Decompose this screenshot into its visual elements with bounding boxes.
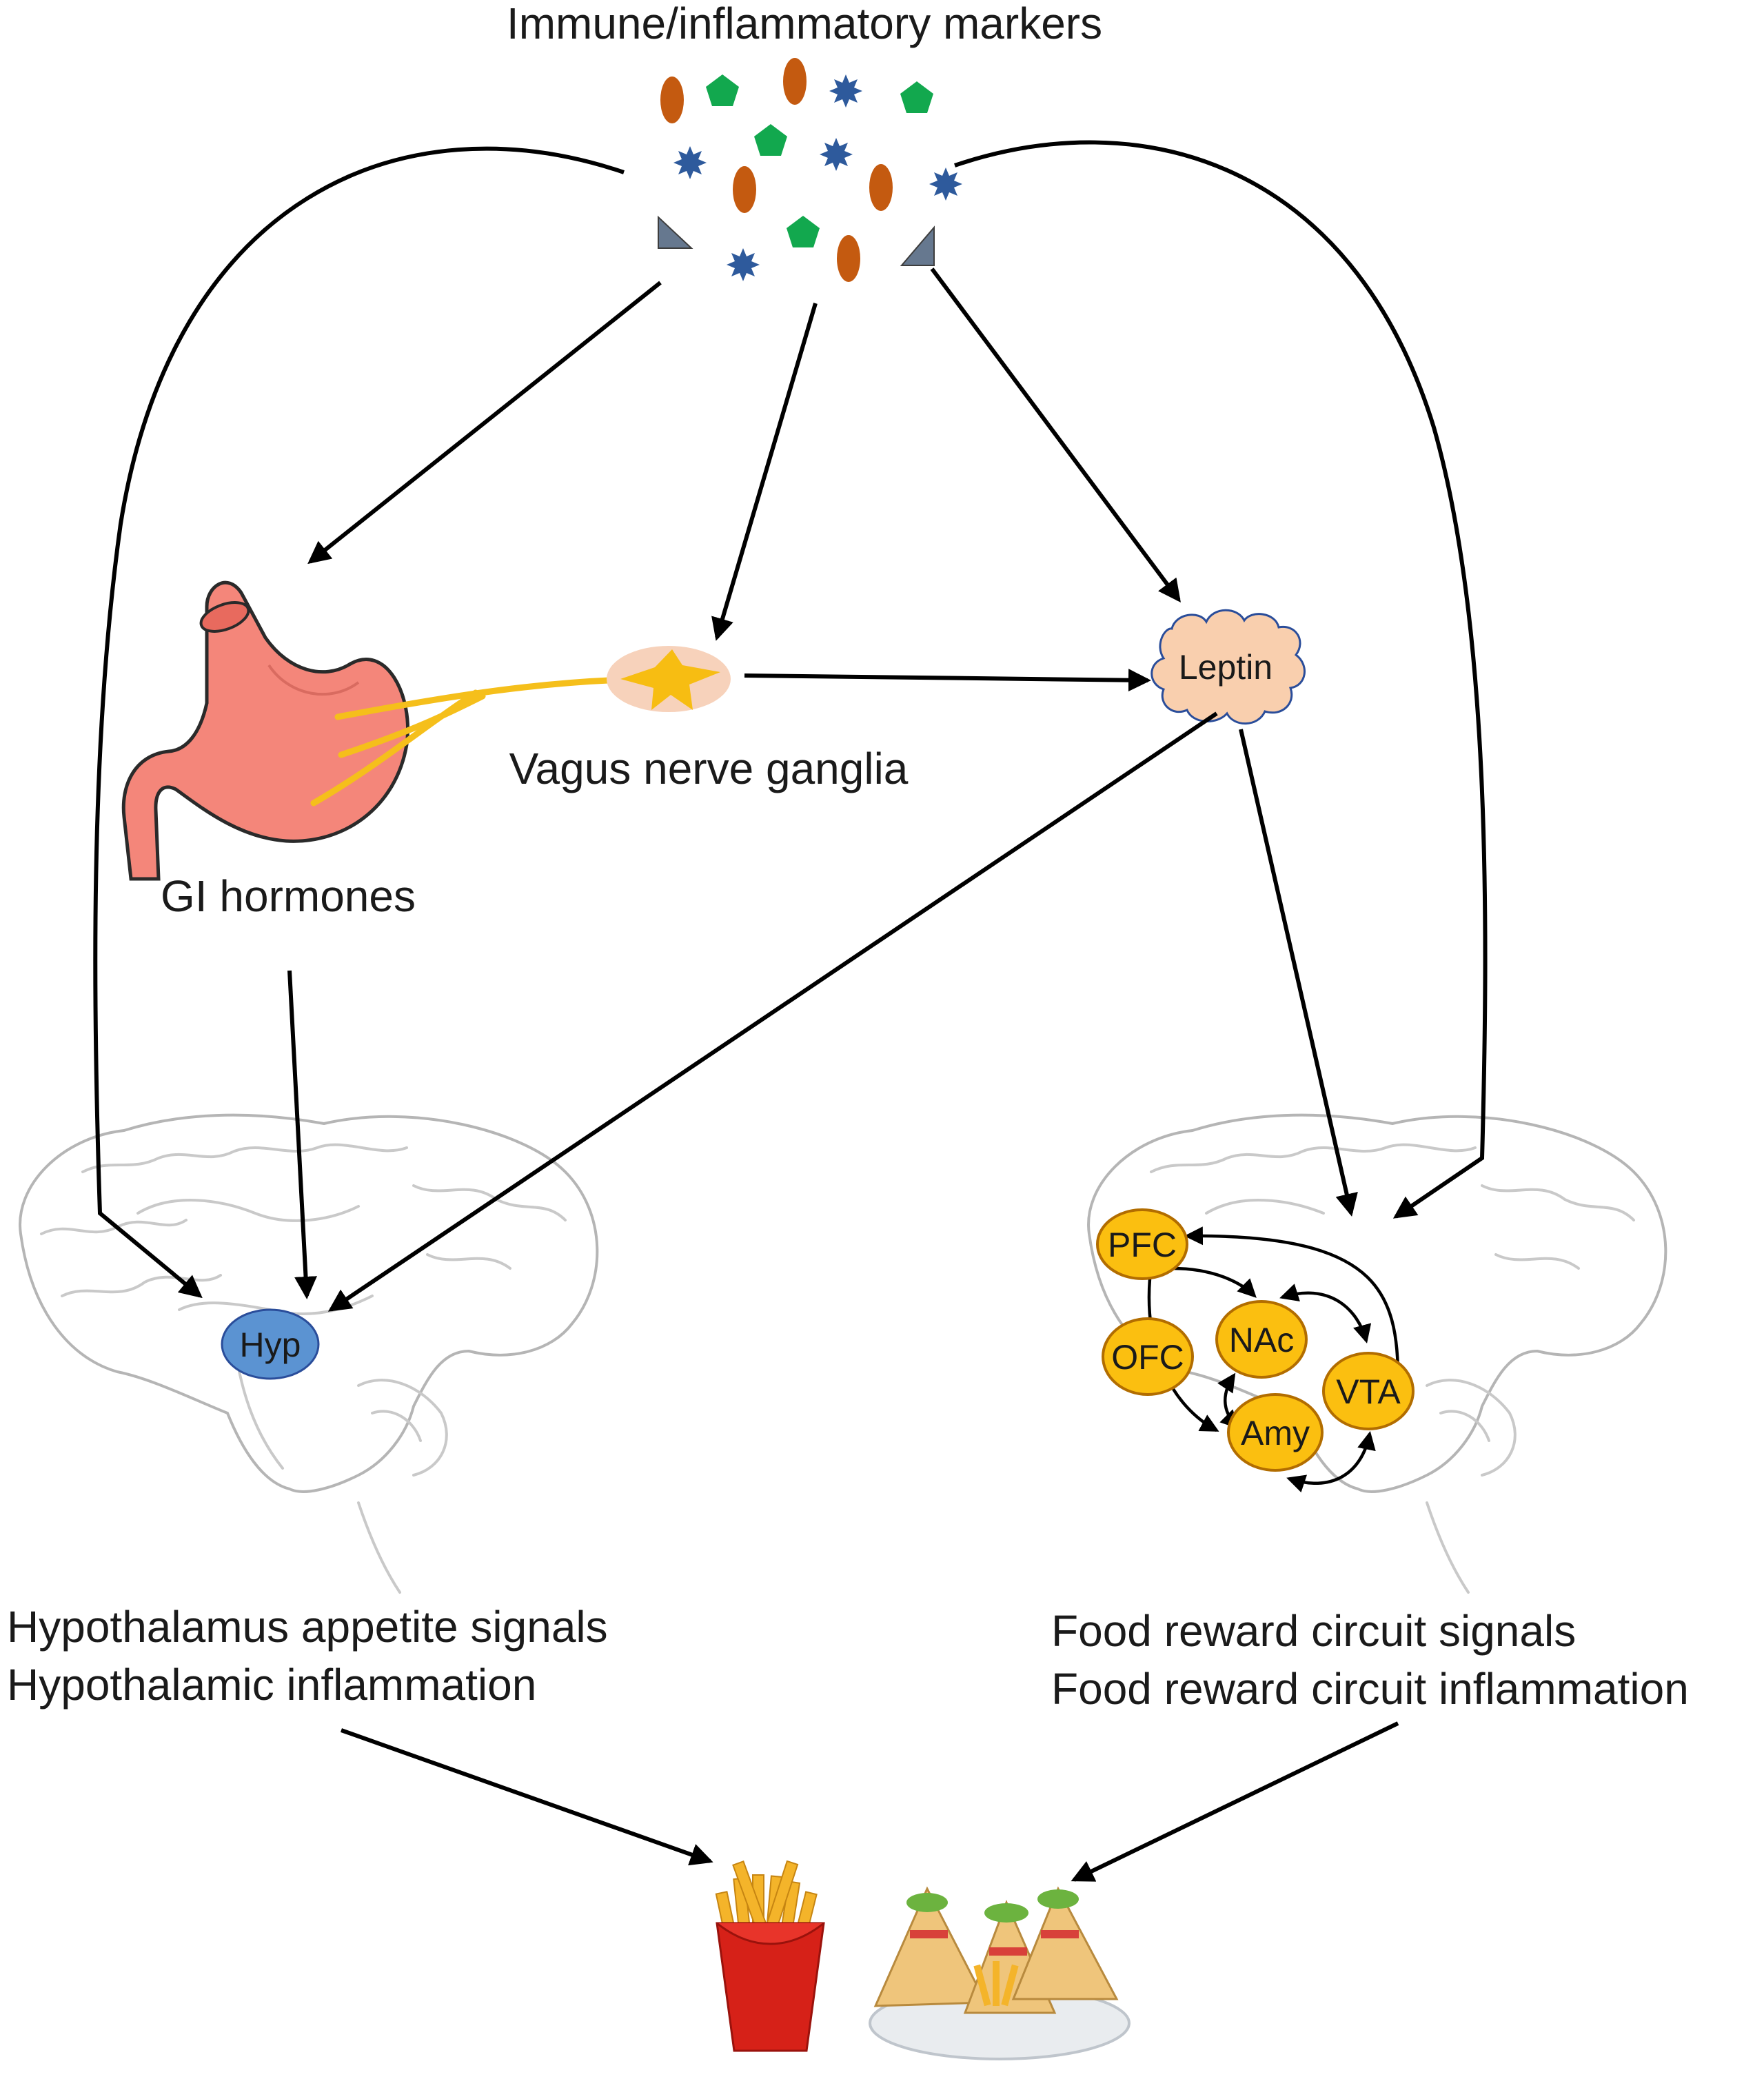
arrow-hyp-signals-to-food <box>340 1728 713 1866</box>
reward-circuit-arrows <box>1147 1226 1400 1493</box>
amy-label: Amy <box>1241 1414 1310 1452</box>
arrow-immune-to-leptin <box>930 267 1181 602</box>
node-amy: Amy <box>1227 1393 1324 1472</box>
leptin-cloud-icon: Leptin <box>1150 609 1306 725</box>
label-vagus-nerve-ganglia: Vagus nerve ganglia <box>509 744 909 793</box>
arrow-immune-to-vagus <box>711 303 818 641</box>
ofc-label: OFC <box>1111 1338 1184 1377</box>
node-ofc: OFC <box>1102 1317 1194 1396</box>
arrow-leptin-to-hyp <box>327 711 1218 1312</box>
arrow-gi-to-hyp <box>287 970 317 1299</box>
arrow-immune-to-reward <box>954 140 1488 1219</box>
stomach-icon <box>121 580 409 881</box>
arrow-immune-to-hyp <box>93 146 625 1299</box>
label-hypothalamic-inflammation: Hypothalamic inflammation <box>7 1660 536 1710</box>
sandwich-icon <box>869 1886 1131 2060</box>
label-immune-markers: Immune/inflammatory markers <box>507 0 1102 48</box>
node-nac: NAc <box>1215 1300 1308 1379</box>
arrow-immune-to-gi <box>307 281 662 565</box>
label-food-reward-inflammation: Food reward circuit inflammation <box>1051 1664 1689 1714</box>
vta-label: VTA <box>1336 1372 1401 1411</box>
hyp-label: Hyp <box>240 1326 301 1364</box>
label-hypothalamus-appetite-signals: Hypothalamus appetite signals <box>7 1602 608 1652</box>
fries-icon <box>715 1860 825 2052</box>
arrows <box>93 140 1488 1882</box>
leptin-label: Leptin <box>1179 648 1273 687</box>
arrow-reward-signals-to-food <box>1071 1721 1399 1882</box>
vagus-ganglion-icon <box>607 646 731 712</box>
label-food-reward-signals: Food reward circuit signals <box>1051 1606 1576 1656</box>
pfc-label: PFC <box>1108 1226 1177 1264</box>
arrow-leptin-to-reward <box>1239 729 1358 1217</box>
nac-label: NAc <box>1229 1321 1294 1359</box>
node-pfc: PFC <box>1096 1208 1188 1280</box>
immune-markers-cluster-icon <box>658 58 962 282</box>
node-vta: VTA <box>1322 1352 1415 1430</box>
label-gi-hormones: GI hormones <box>161 871 416 921</box>
arrow-vagus-to-leptin <box>744 669 1151 692</box>
node-hyp: Hyp <box>221 1308 320 1380</box>
